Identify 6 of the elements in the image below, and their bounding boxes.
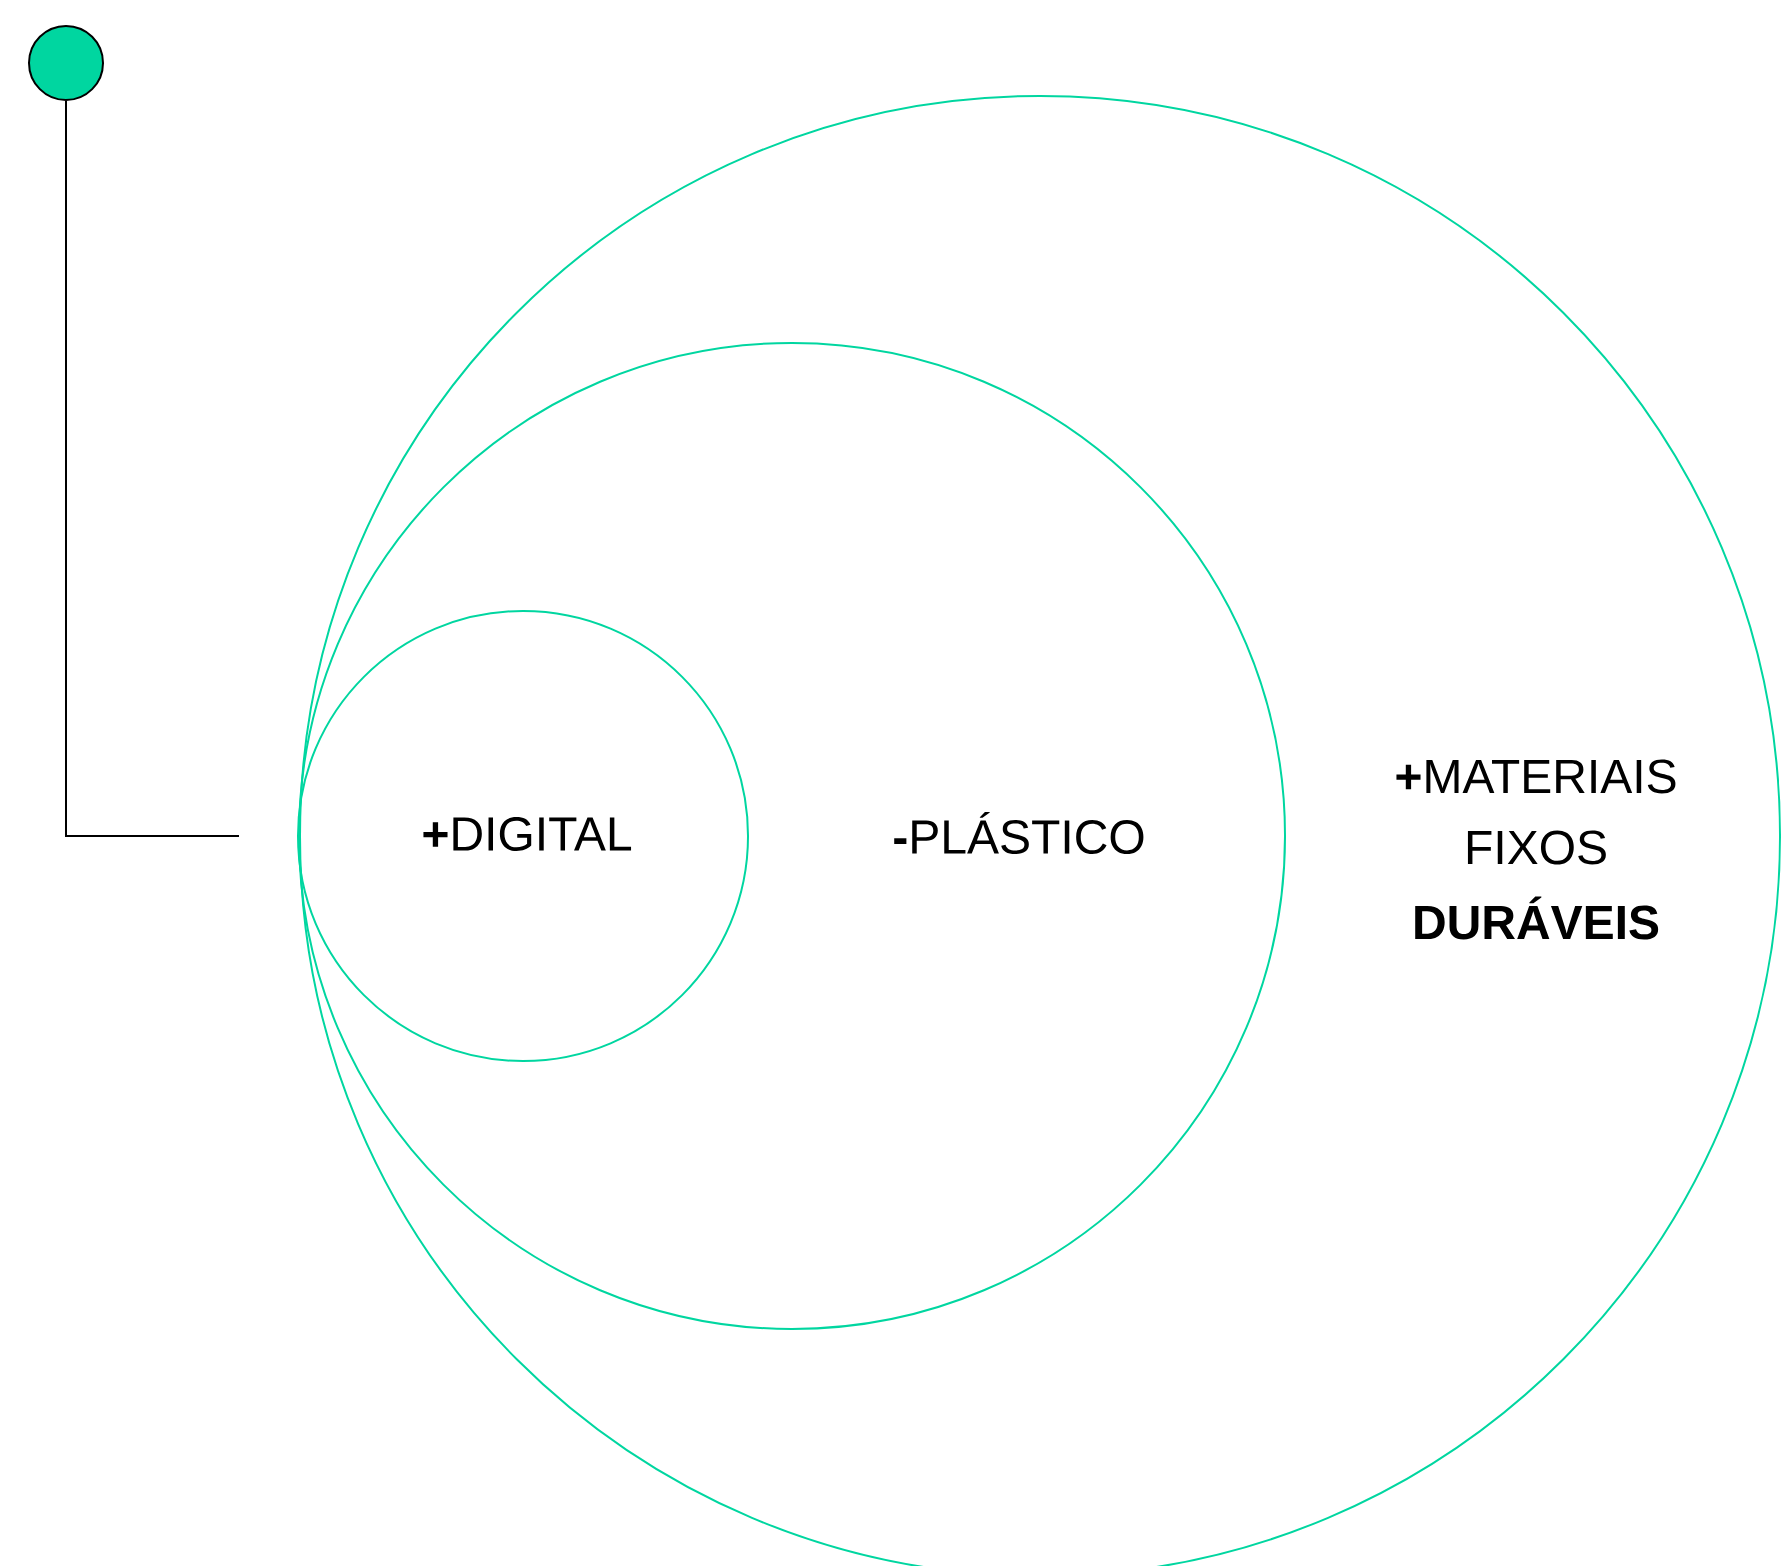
connector-line bbox=[65, 100, 240, 837]
label-text: DURÁVEIS bbox=[1415, 896, 1659, 940]
label-text: +MATERIAIS FIXOS bbox=[1396, 759, 1676, 865]
label-text: -PLÁSTICO bbox=[894, 811, 1144, 855]
label-text: +DIGITAL bbox=[423, 817, 632, 851]
dot bbox=[28, 25, 104, 101]
